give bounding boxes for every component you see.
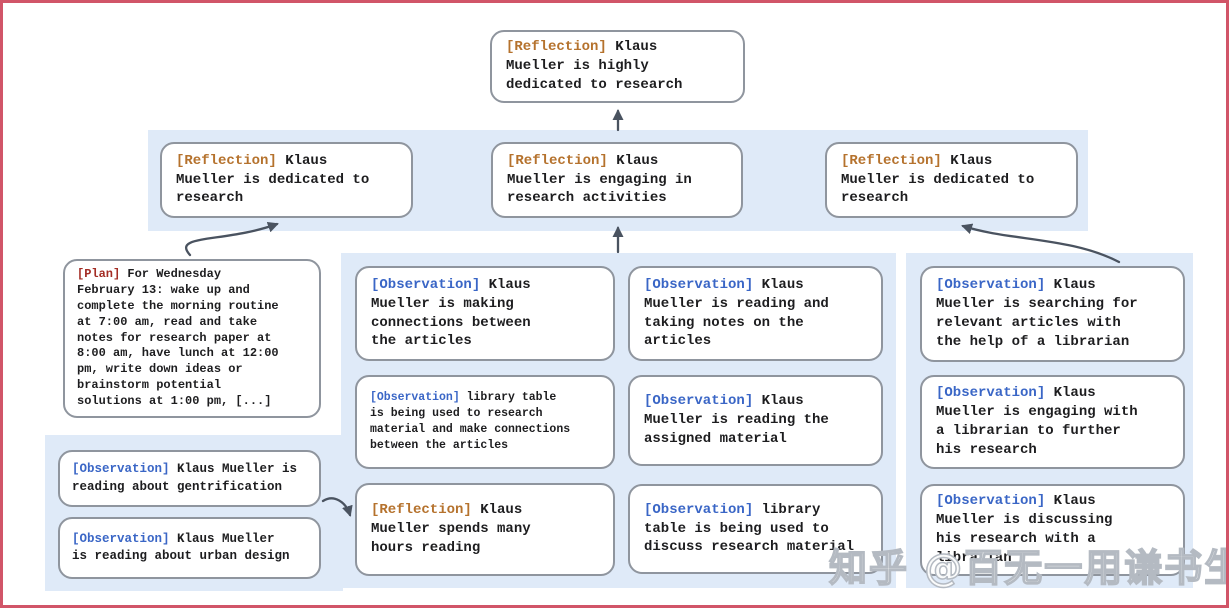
node-obs-engaging-librarian: [Observation]Klaus Mueller is engaging w… [920,375,1185,469]
node-reflection-top: [Reflection]Klaus Mueller is highly dedi… [490,30,745,103]
node-content: [Reflection]Klaus Mueller is highly dedi… [506,38,682,95]
node-content: [Observation]Klaus Mueller is engaging w… [936,384,1138,460]
reflection-label: [Reflection] [507,152,608,169]
node-text: For Wednesday February 13: wake up and c… [77,267,279,408]
reflection-label: [Reflection] [371,502,472,519]
node-content: [Reflection]Klaus Mueller spends many ho… [371,501,531,558]
observation-label: [Observation] [936,277,1046,294]
node-text: Klaus Mueller is engaging in research ac… [507,152,692,207]
node-plan-wednesday: [Plan]For Wednesday February 13: wake up… [63,259,321,418]
observation-label: [Observation] [72,531,170,546]
node-text: Klaus Mueller spends many hours reading [371,502,531,556]
node-obs-library-table-research: [Observation]library table is being used… [355,375,615,469]
node-obs-library-table-discuss: [Observation]library table is being used… [628,484,883,574]
node-text: library table is being used to discuss r… [644,501,855,556]
node-text: Klaus Mueller is reading about gentrific… [72,462,298,494]
node-content: [Reflection]Klaus Mueller is dedicated t… [841,152,1034,209]
zhihu-watermark: 知乎 @百无一用谦书生 [828,545,1229,591]
node-text: library table is being used to research … [370,390,571,453]
node-text: Klaus Mueller is searching for relevant … [936,277,1138,350]
node-text: Klaus Mueller is reading about urban des… [72,531,290,564]
node-content: [Reflection]Klaus Mueller is dedicated t… [176,152,369,209]
node-obs-reading-assigned: [Observation]Klaus Mueller is reading th… [628,375,883,466]
observation-label: [Observation] [370,390,460,404]
node-obs-discussing-librarian: [Observation]Klaus Mueller is discussing… [920,484,1185,576]
node-reflection-dedicated-right: [Reflection]Klaus Mueller is dedicated t… [825,142,1078,218]
node-text: Klaus Mueller is reading and taking note… [644,276,829,350]
reflection-label: [Reflection] [176,152,277,169]
node-content: [Observation]Klaus Mueller is reading an… [644,276,829,352]
plan-label: [Plan] [77,267,121,282]
node-reflection-engaging: [Reflection]Klaus Mueller is engaging in… [491,142,743,218]
node-content: [Observation]Klaus Mueller is reading ab… [72,531,290,566]
observation-label: [Observation] [936,385,1046,402]
node-text: Klaus Mueller is discussing his research… [936,493,1113,566]
node-content: [Observation]Klaus Mueller is reading th… [644,392,829,449]
node-text: Klaus Mueller is making connections betw… [371,276,531,350]
node-content: [Observation]Klaus Mueller is making con… [371,276,531,352]
node-obs-making-connections: [Observation]Klaus Mueller is making con… [355,266,615,361]
node-obs-reading-taking-notes: [Observation]Klaus Mueller is reading an… [628,266,883,361]
observation-label: [Observation] [371,276,481,293]
observation-label: [Observation] [644,501,754,518]
node-content: [Reflection]Klaus Mueller is engaging in… [507,152,692,209]
node-reflection-spends-hours: [Reflection]Klaus Mueller spends many ho… [355,483,615,576]
observation-label: [Observation] [72,462,170,476]
node-obs-urban-design: [Observation]Klaus Mueller is reading ab… [58,517,321,579]
node-text: Klaus Mueller is dedicated to research [841,152,1035,207]
node-content: [Observation]library table is being used… [370,390,570,454]
node-text: Klaus Mueller is reading the assigned ma… [644,393,829,447]
node-obs-gentrification: [Observation]Klaus Mueller is reading ab… [58,450,321,507]
node-content: [Plan]For Wednesday February 13: wake up… [77,267,279,409]
node-obs-searching-articles: [Observation]Klaus Mueller is searching … [920,266,1185,362]
reflection-label: [Reflection] [506,39,607,56]
node-content: [Observation]Klaus Mueller is searching … [936,276,1138,352]
node-text: Klaus Mueller is highly dedicated to res… [506,39,683,93]
node-reflection-dedicated-left: [Reflection]Klaus Mueller is dedicated t… [160,142,413,218]
node-text: Klaus Mueller is engaging with a librari… [936,385,1138,458]
node-text: Klaus Mueller is dedicated to research [176,152,370,207]
node-content: [Observation]Klaus Mueller is reading ab… [72,461,297,496]
reflection-label: [Reflection] [841,152,942,169]
node-content: [Observation]Klaus Mueller is discussing… [936,492,1112,568]
observation-label: [Observation] [644,276,754,293]
observation-label: [Observation] [936,493,1046,510]
node-content: [Observation]library table is being used… [644,501,854,558]
observation-label: [Observation] [644,393,754,410]
